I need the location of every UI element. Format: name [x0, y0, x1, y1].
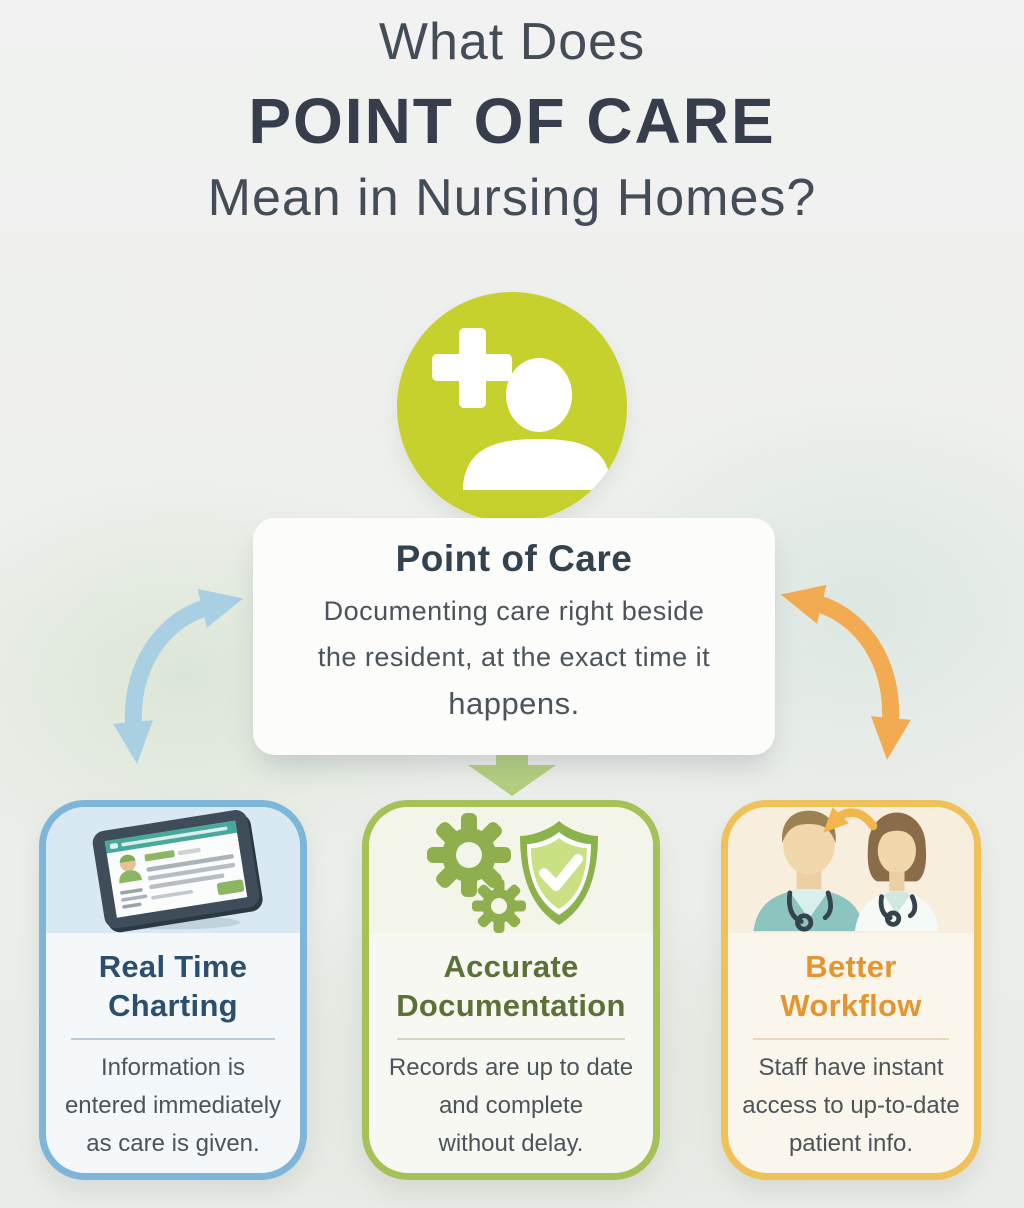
center-card-description-line: happens.: [448, 686, 580, 721]
card-body-line: Records are up to date: [388, 1054, 634, 1081]
card-heading-line: Accurate: [443, 949, 579, 984]
title-line-2: POINT OF CARE: [248, 85, 776, 157]
gears-shield-check-icon: [427, 813, 598, 933]
tablet-chart-icon: [92, 810, 263, 933]
card-body-line: entered immediately: [64, 1092, 282, 1119]
card-heading: Better Workflow: [728, 947, 974, 1025]
card-divider: [397, 1038, 625, 1040]
center-card-description-line: the resident, at the exact time it: [317, 642, 711, 672]
center-card-heading: Point of Care: [395, 538, 633, 579]
title-line-3: Mean in Nursing Homes?: [207, 169, 817, 227]
card-illustration-area: [369, 807, 653, 933]
card-illustration-area: [728, 807, 974, 933]
card-better-workflow: Better Workflow Staff have instant acces…: [721, 800, 981, 1180]
down-arrow-icon: [468, 752, 556, 796]
center-card-description-line: Documenting care right beside: [323, 596, 705, 626]
medical-cross-person-icon: [397, 292, 627, 522]
card-body-line: Information is: [100, 1054, 246, 1081]
card-heading-line: Workflow: [780, 988, 922, 1023]
card-heading-line: Documentation: [396, 988, 626, 1023]
curved-arrow-left-icon: [113, 588, 244, 764]
card-heading: Accurate Documentation: [369, 947, 653, 1025]
card-body-line: Staff have instant: [758, 1054, 944, 1081]
card-body-line: without delay.: [438, 1130, 584, 1157]
card-heading-line: Charting: [108, 988, 238, 1023]
title-block: What Does POINT OF CARE Mean in Nursing …: [0, 12, 1024, 228]
point-of-care-card: Point of Care Documenting care right bes…: [253, 518, 775, 755]
card-body-line: as care is given.: [86, 1130, 260, 1157]
card-heading-line: Real Time: [98, 949, 248, 984]
card-illustration-area: [46, 807, 300, 933]
card-divider: [71, 1038, 275, 1040]
card-accurate-documentation: Accurate Documentation Records are up to…: [362, 800, 660, 1180]
card-real-time-charting: Real Time Charting Information is entere…: [39, 800, 307, 1180]
staff-handoff-icon: [753, 807, 939, 932]
curved-arrow-right-icon: [780, 584, 911, 760]
card-heading-line: Better: [805, 949, 897, 984]
card-body-line: and complete: [438, 1092, 584, 1119]
cross-person-glyph: [432, 328, 611, 490]
card-divider: [752, 1038, 950, 1040]
card-body-line: access to up-to-date: [742, 1092, 960, 1119]
card-heading: Real Time Charting: [46, 947, 300, 1025]
card-body-line: patient info.: [788, 1130, 914, 1157]
title-line-1: What Does: [378, 13, 646, 71]
